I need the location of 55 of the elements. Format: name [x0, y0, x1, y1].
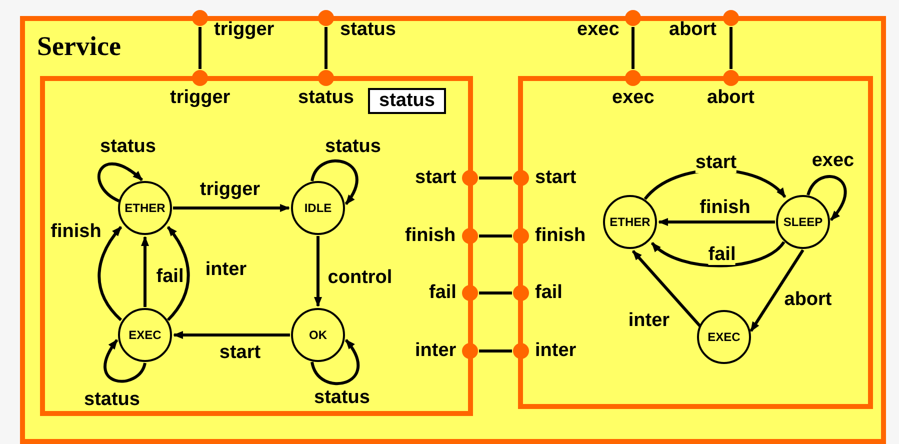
state-circle: SLEEP [776, 195, 830, 249]
port-label: inter [415, 341, 456, 361]
transition-arrow [750, 249, 804, 332]
transition-arrow [632, 250, 702, 327]
connector-line [479, 176, 512, 180]
state-circle: OK [291, 308, 345, 362]
port-label: finish [405, 226, 456, 246]
port-label: start [415, 168, 456, 188]
transition-arrow [658, 218, 775, 226]
transition-arrow [104, 339, 146, 383]
transition-arrow [644, 168, 786, 200]
transition-arrow [166, 226, 190, 321]
port-label: finish [535, 226, 586, 246]
transition-arrow [98, 226, 122, 322]
state-circle: EXEC [697, 310, 751, 364]
transition-arrow [141, 236, 149, 307]
component-box [40, 76, 473, 416]
state-circle: IDLE [291, 181, 345, 235]
transition-arrow [314, 236, 322, 307]
state-circle: ETHER [603, 195, 657, 249]
connector-line [479, 234, 512, 238]
transition-arrow [173, 204, 290, 212]
port-label: abort [669, 20, 716, 40]
transition-arrow [651, 241, 786, 268]
transition-arrow [806, 175, 847, 221]
port-label: fail [429, 283, 456, 303]
port-label: trigger [170, 88, 230, 108]
connector-line [730, 27, 732, 69]
connector-line [479, 292, 512, 294]
transition-arrow [310, 160, 358, 205]
component-box [518, 76, 873, 409]
port-label: start [535, 168, 576, 188]
connector-line [479, 350, 512, 352]
edge-label: trigger [200, 180, 260, 200]
transition-arrow [173, 331, 290, 339]
connector-line [632, 27, 634, 69]
port-label: fail [535, 283, 562, 303]
component-title: Service [37, 33, 121, 60]
port-label: exec [577, 20, 620, 40]
state-circle: ETHER [118, 181, 172, 235]
transition-arrow [310, 339, 360, 386]
port-label: inter [535, 341, 576, 361]
port-label: status [340, 20, 396, 40]
component-box [20, 16, 886, 444]
port-label: exec [612, 88, 654, 108]
port-label: status [298, 88, 354, 108]
port-label: trigger [214, 20, 274, 40]
state-circle: EXEC [118, 308, 172, 362]
edge-label: start [695, 153, 737, 173]
connector-line [198, 27, 202, 69]
connector-line [324, 27, 328, 69]
signal-tag: status [368, 88, 446, 114]
port-label: abort [707, 88, 754, 108]
edge-label: fail [708, 245, 736, 265]
transition-arrow [98, 162, 143, 202]
